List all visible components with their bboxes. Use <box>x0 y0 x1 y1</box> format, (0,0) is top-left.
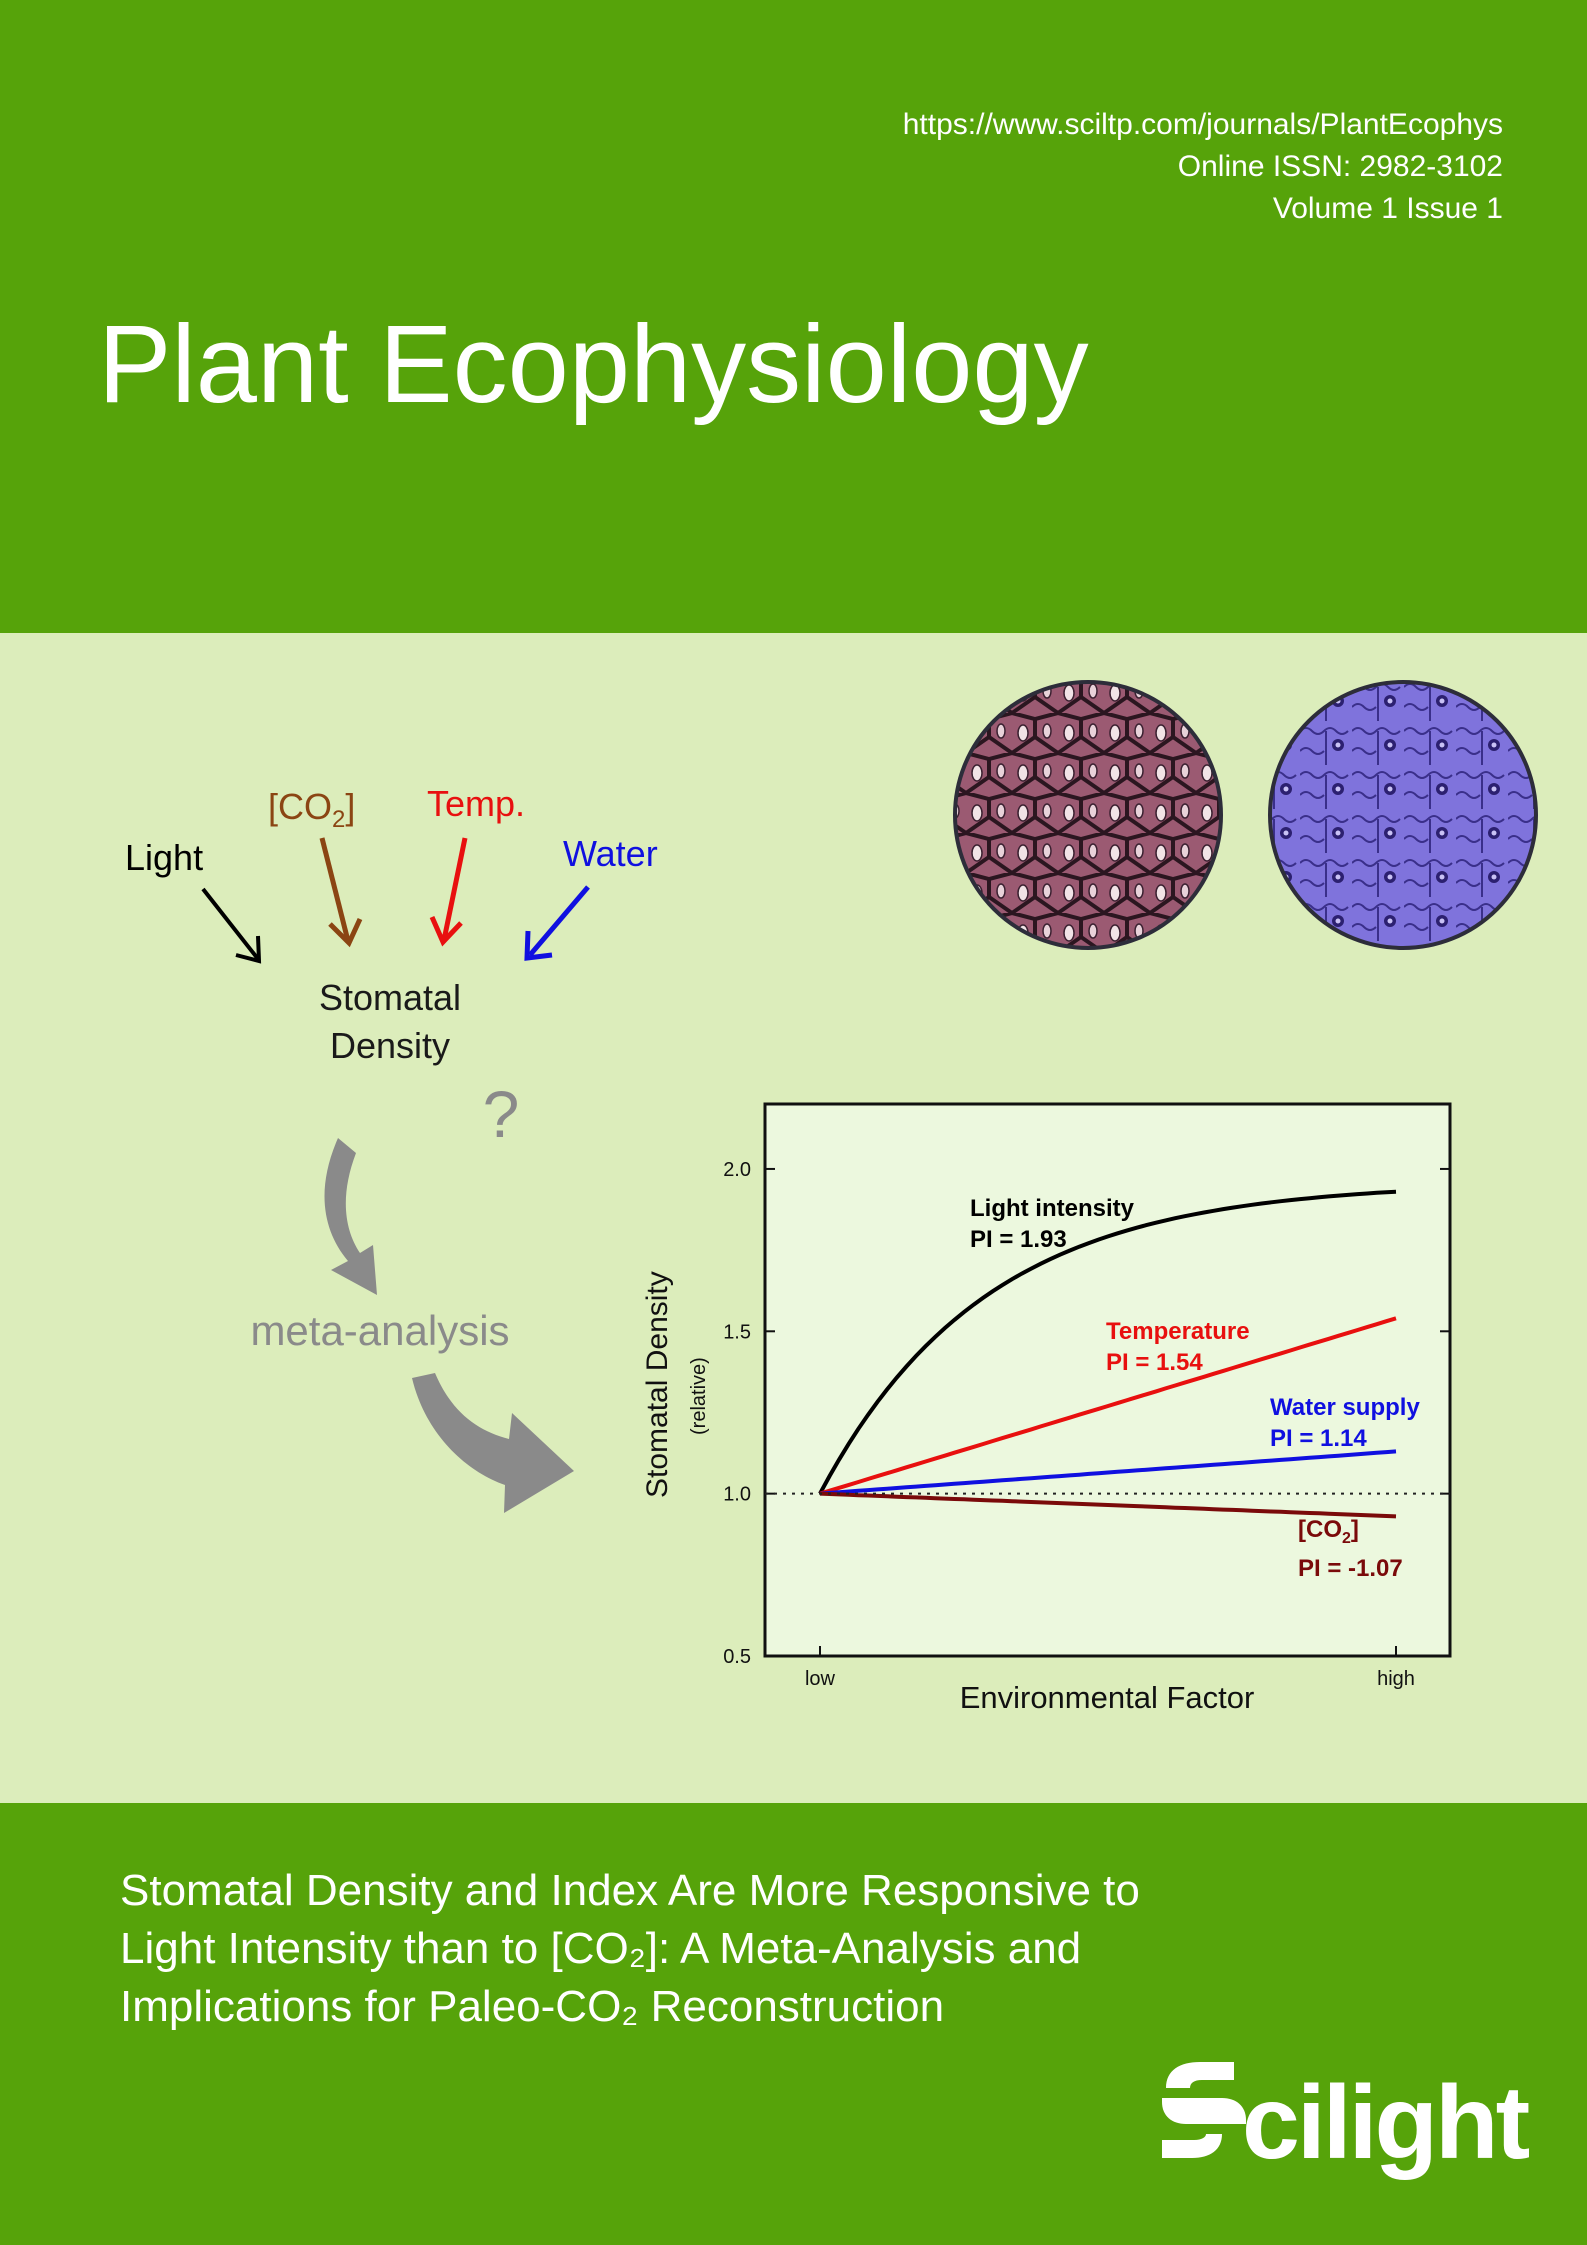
series-label-co2: [CO2] <box>1298 1516 1359 1547</box>
series-pi-co2: PI = -1.07 <box>1298 1555 1403 1582</box>
curved-arrow-down-icon <box>324 1138 377 1295</box>
cover-illustration: Light [CO2] Temp. Water Stomatal Density… <box>0 633 1587 1803</box>
scilight-s-logo-icon <box>1162 2062 1246 2158</box>
footer-band <box>0 1803 1587 2245</box>
micrograph-purple-epidermis <box>953 680 1223 950</box>
method-label: meta-analysis <box>250 1307 509 1354</box>
chart-series <box>818 1189 1397 1519</box>
target-label-line1: Stomatal <box>319 977 461 1018</box>
series-label-water: Water supply <box>1270 1394 1420 1421</box>
light-arrow-icon <box>201 887 262 964</box>
series-line-2 <box>819 1449 1397 1496</box>
series-label-light: Light intensity <box>970 1195 1135 1222</box>
y-tick-label: 0.5 <box>723 1646 751 1668</box>
micrograph-blue-epidermis <box>1268 680 1538 950</box>
x-tick-low: low <box>805 1668 836 1690</box>
series-pi-temperature: PI = 1.54 <box>1106 1349 1203 1376</box>
header-band <box>0 0 1587 633</box>
journal-url[interactable]: https://www.sciltp.com/journals/PlantEco… <box>902 108 1503 141</box>
x-tick-high: high <box>1377 1668 1415 1690</box>
y-axis-sublabel: (relative) <box>688 1357 710 1435</box>
water-arrow-icon <box>524 885 590 961</box>
publisher-name: cilight <box>1242 2065 1530 2180</box>
curved-arrow-right-icon <box>412 1373 574 1513</box>
series-line-1 <box>819 1316 1397 1496</box>
y-tick-label: 1.0 <box>723 1484 751 1506</box>
journal-meta: https://www.sciltp.com/journals/PlantEco… <box>903 104 1503 230</box>
series-pi-water: PI = 1.14 <box>1270 1425 1367 1452</box>
series-pi-light: PI = 1.93 <box>970 1226 1067 1253</box>
factor-water-label: Water <box>563 833 658 874</box>
co2-arrow-icon <box>319 837 363 948</box>
factor-co2-label: [CO2] <box>268 786 355 833</box>
series-line-0 <box>818 1189 1397 1495</box>
journal-title: Plant Ecophysiology <box>98 303 1089 426</box>
article-title-line1: Stomatal Density and Index Are More Resp… <box>120 1866 1140 1915</box>
question-mark: ? <box>483 1077 520 1151</box>
journal-issn: Online ISSN: 2982-3102 <box>1177 150 1503 183</box>
temp-arrow-icon <box>429 837 468 947</box>
chart-y-ticks: 0.5 1.0 1.5 2.0 <box>723 1159 1450 1668</box>
y-axis-label: Stomatal Density <box>641 1271 674 1498</box>
article-title: Stomatal Density and Index Are More Resp… <box>120 1862 1420 2036</box>
series-label-temperature: Temperature <box>1106 1318 1250 1345</box>
factor-light-label: Light <box>125 837 203 878</box>
y-tick-label: 2.0 <box>723 1159 751 1181</box>
target-label-line2: Density <box>330 1025 450 1066</box>
article-title-line3: Implications for Paleo-CO₂ Reconstructio… <box>120 1982 945 2031</box>
cover-illustration-svg: Light [CO2] Temp. Water Stomatal Density… <box>125 680 1538 1715</box>
publisher-logo: cilight <box>1162 2062 1530 2180</box>
series-line-3 <box>819 1491 1397 1519</box>
stomatal-density-chart: 0.5 1.0 1.5 2.0 low high Environmental Fact… <box>641 1102 1452 1715</box>
y-tick-label: 1.5 <box>723 1321 751 1343</box>
factor-temp-label: Temp. <box>427 783 525 824</box>
journal-volume: Volume 1 Issue 1 <box>1272 192 1503 225</box>
x-axis-label: Environmental Factor <box>960 1680 1255 1715</box>
article-title-line2: Light Intensity than to [CO₂]: A Meta-An… <box>120 1924 1082 1973</box>
